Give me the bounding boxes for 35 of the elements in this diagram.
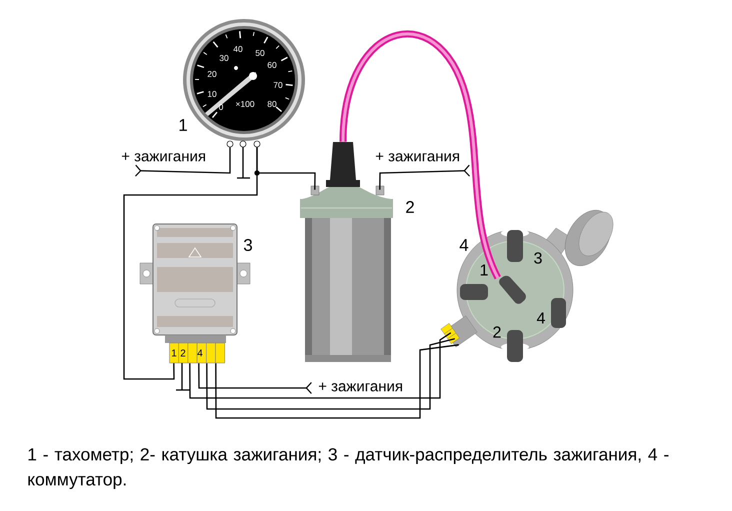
wire	[206, 338, 455, 410]
pin-number: 4	[197, 350, 202, 356]
caption: 1 - тахометр; 2- катушка зажигания; 3 - датчик-распределитель зажигания, 4 - коммутатор.	[28, 448, 668, 490]
supply-label: + зажигания	[376, 152, 459, 162]
terminal-number: 2	[493, 326, 501, 338]
dial-number: 40	[233, 46, 242, 52]
pin-number: 2	[180, 350, 186, 356]
supply-label: + зажигания	[318, 382, 402, 392]
dial-number: 60	[268, 62, 276, 68]
dial-number: 10	[208, 91, 216, 97]
dial-number: 20	[208, 71, 216, 77]
pin-number: 1	[172, 350, 176, 356]
distributor-drawing	[440, 210, 614, 362]
terminal-number: 1	[480, 264, 488, 276]
dial-number: 80	[268, 101, 276, 107]
terminal-number: 4	[536, 312, 545, 324]
wire	[198, 363, 312, 394]
wire	[379, 164, 470, 190]
callout-number: 2	[406, 201, 414, 213]
dial-number: 50	[256, 50, 264, 56]
wire	[215, 344, 459, 419]
dial-number: 30	[220, 55, 228, 61]
wire	[123, 147, 258, 380]
wire	[135, 147, 231, 177]
callout-number: 1	[180, 119, 187, 131]
control-unit-drawing	[140, 224, 250, 364]
dial-number: 70	[274, 82, 282, 88]
callout-number: 4	[460, 239, 468, 251]
dial-number: 0	[218, 104, 224, 110]
high-voltage-cable	[340, 30, 501, 280]
supply-label: + зажигания	[122, 152, 205, 162]
terminal-number: 3	[534, 252, 542, 264]
wire	[189, 332, 452, 399]
dial-number: ×100	[236, 101, 254, 107]
callout-number: 3	[244, 238, 252, 252]
